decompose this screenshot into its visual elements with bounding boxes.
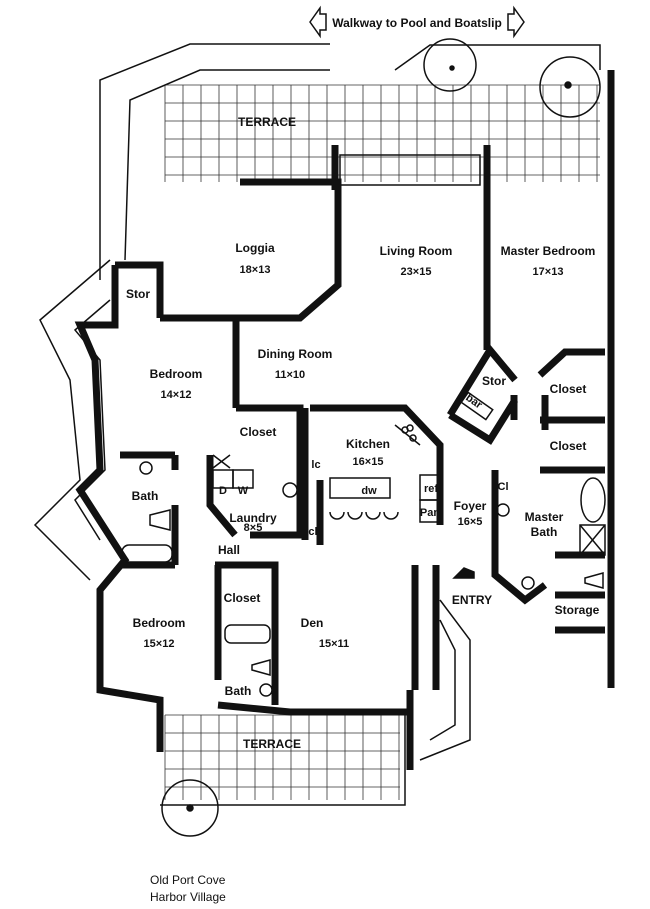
closet-hall-label: Closet — [224, 591, 261, 605]
ref-label: ref — [424, 483, 438, 495]
storage-label: Storage — [555, 603, 600, 617]
walkway-arrow-right-icon — [507, 5, 525, 39]
cl-foyer-label: Cl — [498, 481, 509, 493]
walls — [74, 70, 615, 770]
footer-line-2: Harbor Village — [150, 890, 226, 904]
terrace-top-label: TERRACE — [238, 115, 296, 129]
closet-bedroom-label: Closet — [240, 425, 277, 439]
stor-left-label: Stor — [126, 287, 150, 301]
loggia-label: Loggia — [235, 241, 275, 255]
bath-2-label: Bath — [225, 684, 252, 698]
pan-label: Pan — [420, 507, 440, 519]
living-room-label: Living Room — [380, 244, 453, 258]
footer-line-1: Old Port Cove — [150, 873, 226, 887]
kitchen-label: Kitchen — [346, 437, 390, 451]
planters — [33, 43, 601, 806]
laundry-label: Laundry — [229, 511, 277, 525]
loggia-size: 18×13 — [240, 264, 271, 276]
dw-label: dw — [361, 485, 377, 497]
washer-label: W — [238, 485, 249, 497]
walkway-label: Walkway to Pool and Boatslip — [332, 16, 502, 30]
bedroom-1-label: Bedroom — [150, 367, 203, 381]
closet-master-1-label: Closet — [550, 382, 587, 396]
walkway-arrow-left-icon — [309, 5, 327, 39]
dryer-label: D — [219, 485, 227, 497]
master-bedroom-label: Master Bedroom — [501, 244, 596, 258]
bedroom-2-size: 15×12 — [144, 638, 175, 650]
master-bedroom-size: 17×13 — [533, 266, 564, 278]
tree-icon — [161, 38, 601, 837]
bedroom-1-size: 14×12 — [161, 389, 192, 401]
lc-label: lc — [311, 459, 320, 471]
cl-kitchen-label: cl — [308, 526, 317, 538]
living-room-size: 23×15 — [401, 266, 432, 278]
laundry-size: 8×5 — [244, 522, 263, 534]
terrace-bottom-tiles — [164, 714, 400, 800]
master-bath-label-2: Bath — [531, 525, 558, 539]
entry-label: ENTRY — [452, 593, 492, 607]
dining-room-size: 11×10 — [275, 369, 305, 381]
hall-label: Hall — [218, 543, 240, 557]
den-label: Den — [301, 616, 324, 630]
terrace-bottom-label: TERRACE — [243, 737, 301, 751]
closet-master-2-label: Closet — [550, 439, 587, 453]
bath-1-label: Bath — [132, 489, 159, 503]
den-size: 15×11 — [319, 638, 349, 650]
stor-bar-label: Stor — [482, 374, 506, 388]
bedroom-2-label: Bedroom — [133, 616, 186, 630]
foyer-label: Foyer — [454, 499, 487, 513]
terrace-top-tiles — [164, 84, 600, 182]
master-bath-label: Master — [525, 510, 564, 524]
dining-room-label: Dining Room — [258, 347, 333, 361]
fixtures — [121, 391, 606, 697]
kitchen-size: 16×15 — [353, 456, 384, 468]
foyer-size: 16×5 — [458, 516, 483, 528]
